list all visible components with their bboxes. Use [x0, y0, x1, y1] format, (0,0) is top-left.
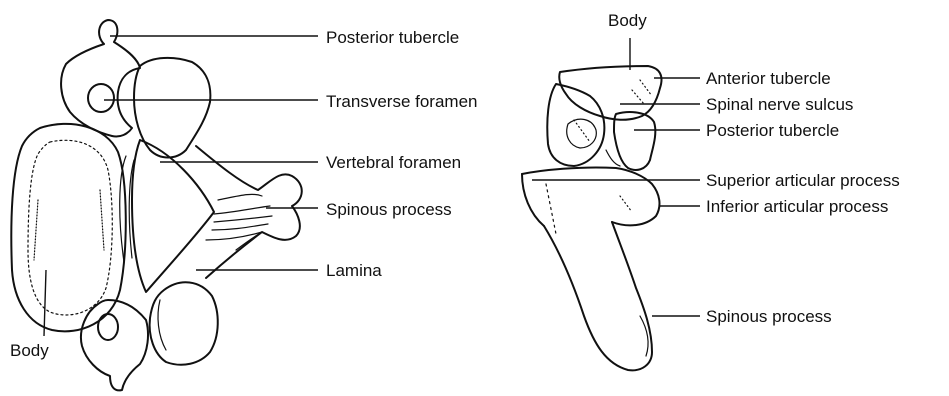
label-spinous-process-right: Spinous process [706, 308, 832, 325]
label-spinous-process-left: Spinous process [326, 201, 452, 218]
right-vertebra-lateral-view [522, 38, 700, 370]
label-posterior-tubercle-left: Posterior tubercle [326, 29, 459, 46]
label-spinal-nerve-sulcus: Spinal nerve sulcus [706, 96, 853, 113]
leader-body-left [44, 270, 46, 336]
label-inferior-articular-process: Inferior articular process [706, 198, 888, 215]
label-body-right: Body [608, 12, 647, 29]
label-superior-articular-process: Superior articular process [706, 172, 900, 189]
label-lamina: Lamina [326, 262, 382, 279]
label-anterior-tubercle: Anterior tubercle [706, 70, 831, 87]
label-transverse-foramen: Transverse foramen [326, 93, 477, 110]
label-body-left: Body [10, 342, 49, 359]
label-posterior-tubercle-right: Posterior tubercle [706, 122, 839, 139]
left-vertebra-superior-view [11, 20, 318, 390]
label-vertebral-foramen: Vertebral foramen [326, 154, 461, 171]
